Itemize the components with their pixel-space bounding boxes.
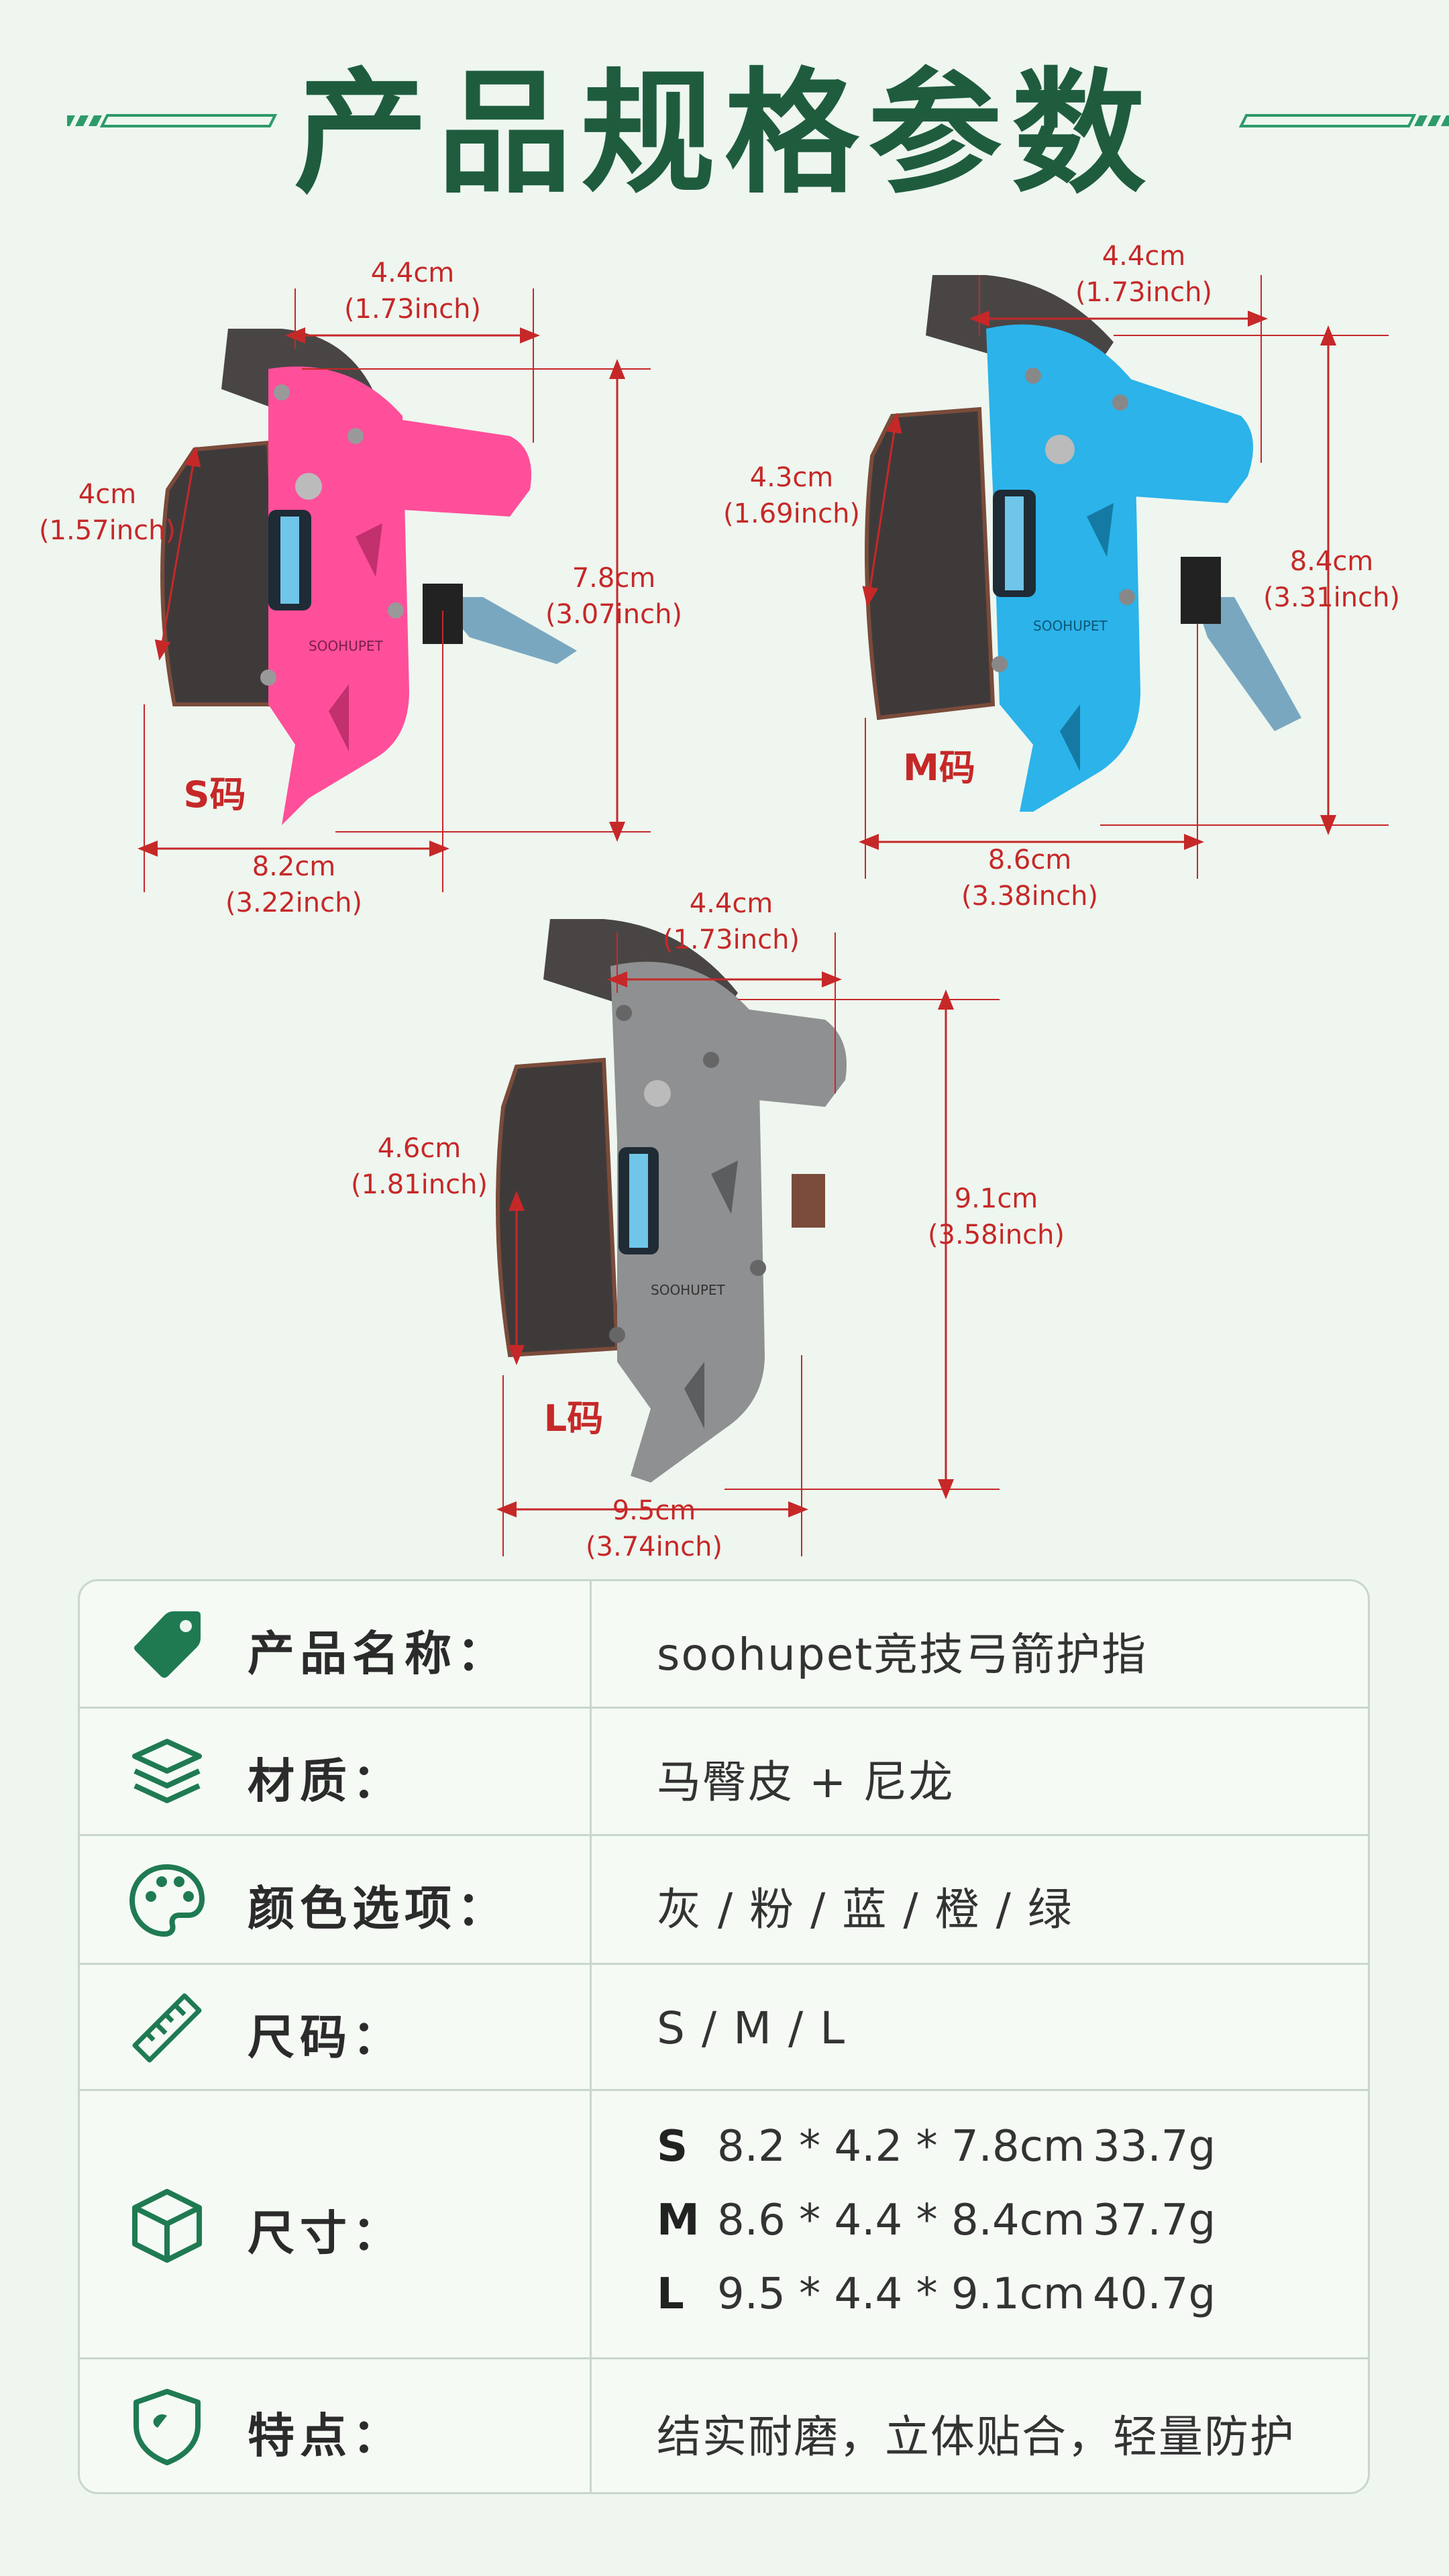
spec-table: 产品名称： soohupet竞技弓箭护指 材质： 马臀皮 + 尼龙 颜色选项： … <box>78 1579 1370 2494</box>
spec-row-name: 产品名称： soohupet竞技弓箭护指 <box>80 1581 1368 1709</box>
svg-text:SOOHUPET: SOOHUPET <box>1033 618 1108 634</box>
dimension-value: 8.2 * 4.2 * 7.8cm <box>717 2122 1085 2171</box>
size-label-l: L码 <box>543 1397 604 1440</box>
spec-row-size-code: 尺码： S / M / L <box>80 1965 1368 2091</box>
page-title: 产品规格参数 <box>293 56 1155 212</box>
spec-row-features: 特点： 结实耐磨，立体贴合，轻量防护 <box>80 2359 1368 2492</box>
spec-label-name: 产品名称： <box>248 1626 509 1681</box>
size-label-m: M码 <box>903 747 975 789</box>
title-bar: 产品规格参数 <box>0 40 1449 215</box>
dimension-size: L <box>657 2269 684 2319</box>
product-l-image: SOOHUPET <box>496 919 1000 1556</box>
title-decoration-left <box>67 114 278 127</box>
product-drawings: SOOHUPET <box>138 275 1389 1556</box>
spec-label-material: 材质： <box>248 1754 405 1809</box>
s-top-width: 4.4cm(1.73inch) <box>343 258 482 325</box>
ruler-icon <box>132 1993 202 2063</box>
dimension-weight: 33.7g <box>1093 2122 1216 2171</box>
s-bottom-width: 8.2cm(3.22inch) <box>225 851 363 918</box>
spec-value-color: 灰 / 粉 / 蓝 / 橙 / 绿 <box>657 1884 1073 1935</box>
spec-label-features: 特点： <box>248 2408 405 2463</box>
m-right-height: 8.4cm(3.31inch) <box>1263 546 1401 613</box>
dimension-value: 9.5 * 4.4 * 9.1cm <box>717 2269 1085 2319</box>
tag-icon <box>134 1611 201 1678</box>
box-icon <box>132 2189 202 2263</box>
s-left-height: 4cm(1.57inch) <box>38 479 176 546</box>
product-images: SOOHUPET <box>0 221 1449 1563</box>
dimension-value: 8.6 * 4.4 * 8.4cm <box>717 2196 1085 2245</box>
m-left-height: 4.3cm(1.69inch) <box>722 462 861 529</box>
spec-label-size-code: 尺码： <box>248 2010 405 2065</box>
product-s-image: SOOHUPET <box>138 288 651 892</box>
shield-icon <box>133 2389 201 2465</box>
svg-text:SOOHUPET: SOOHUPET <box>651 1282 726 1298</box>
dimension-size: M <box>657 2196 700 2245</box>
m-bottom-width: 8.6cm(3.38inch) <box>961 845 1099 912</box>
spec-label-dimensions: 尺寸： <box>248 2206 405 2261</box>
s-right-height: 7.8cm(3.07inch) <box>545 563 683 630</box>
spec-row-material: 材质： 马臀皮 + 尼龙 <box>80 1709 1368 1836</box>
dimension-size: S <box>657 2122 688 2171</box>
spec-value-features: 结实耐磨，立体贴合，轻量防护 <box>657 2411 1295 2463</box>
m-top-width: 4.4cm(1.73inch) <box>1075 241 1213 308</box>
l-right-height: 9.1cm(3.58inch) <box>927 1183 1065 1250</box>
l-bottom-width: 9.5cm(3.74inch) <box>585 1495 723 1562</box>
spec-value-material: 马臀皮 + 尼龙 <box>657 1756 955 1808</box>
layers-icon <box>132 1739 202 1803</box>
palette-icon <box>129 1864 205 1937</box>
title-decoration-right <box>1238 114 1449 127</box>
svg-text:SOOHUPET: SOOHUPET <box>309 638 384 654</box>
l-top-width: 4.4cm(1.73inch) <box>662 888 800 955</box>
spec-label-color: 颜色选项： <box>248 1881 509 1936</box>
size-label-s: S码 <box>183 773 246 816</box>
l-left-height: 4.6cm(1.81inch) <box>350 1133 488 1200</box>
spec-value-size-code: S / M / L <box>657 2002 846 2054</box>
dimension-weight: 37.7g <box>1093 2196 1216 2245</box>
product-m-image: SOOHUPET <box>859 275 1389 879</box>
spec-value-name: soohupet竞技弓箭护指 <box>657 1629 1148 1680</box>
dimension-weight: 40.7g <box>1093 2269 1216 2319</box>
spec-row-color: 颜色选项： 灰 / 粉 / 蓝 / 橙 / 绿 <box>80 1836 1368 1965</box>
